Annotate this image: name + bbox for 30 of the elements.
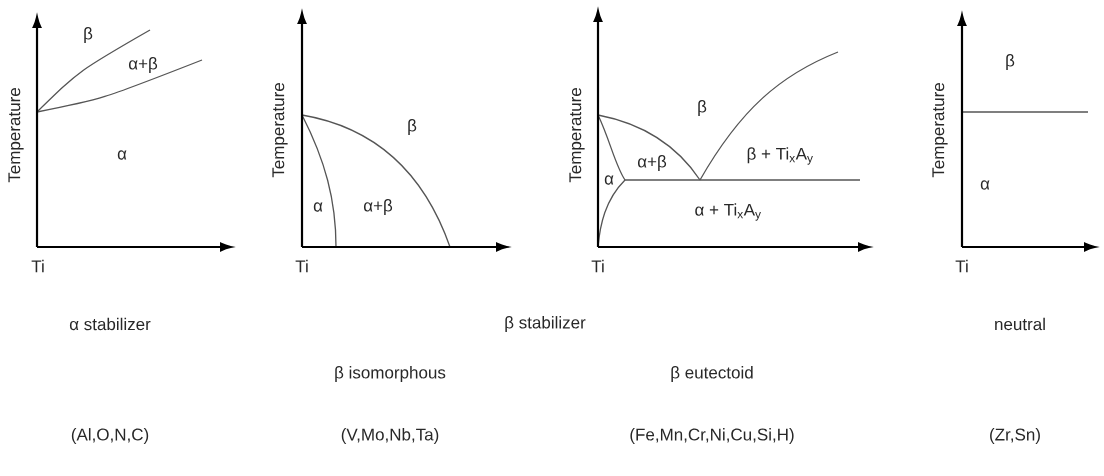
axis-label: Temperature [8,88,24,183]
phase-label: β [698,100,707,116]
subcategory-label: β isomorphous [335,366,446,382]
category-label: α stabilizer [69,317,151,331]
subcategory-label: β eutectoid [671,366,753,382]
phase-label: α+β [128,57,158,73]
element-list: (Fe,Mn,Cr,Ni,Cu,Si,H) [630,428,794,444]
axis-label: Ti [591,259,604,273]
phase-label: α + Ti$_{x}$A$_{y}$ [695,203,761,221]
phase-label: β [84,27,93,43]
phase-label: α+β [637,155,667,171]
element-list: (Al,O,N,C) [71,428,149,444]
phase-label: α [117,150,127,160]
phase-label: β [1006,54,1015,70]
axis-label: Temperature [932,83,948,178]
phase-label: β + Ti$_{x}$A$_{y}$ [747,147,813,165]
axis-label: Ti [31,259,44,273]
phase-label: α+β [363,199,393,215]
phase-label: α [604,175,614,185]
phase-label: α [980,180,990,190]
element-list: (V,Mo,Nb,Ta) [341,428,439,444]
element-list: (Zr,Sn) [990,428,1040,444]
axis-label: Ti [955,259,968,273]
category-label: β stabilizer [505,316,586,332]
axis-label: Temperature [272,83,288,178]
axis-label: Ti [295,259,308,273]
category-label: neutral [995,317,1045,331]
axis-label: Temperature [569,88,585,183]
phase-label: β [408,119,417,135]
phase-label: α [313,202,323,212]
